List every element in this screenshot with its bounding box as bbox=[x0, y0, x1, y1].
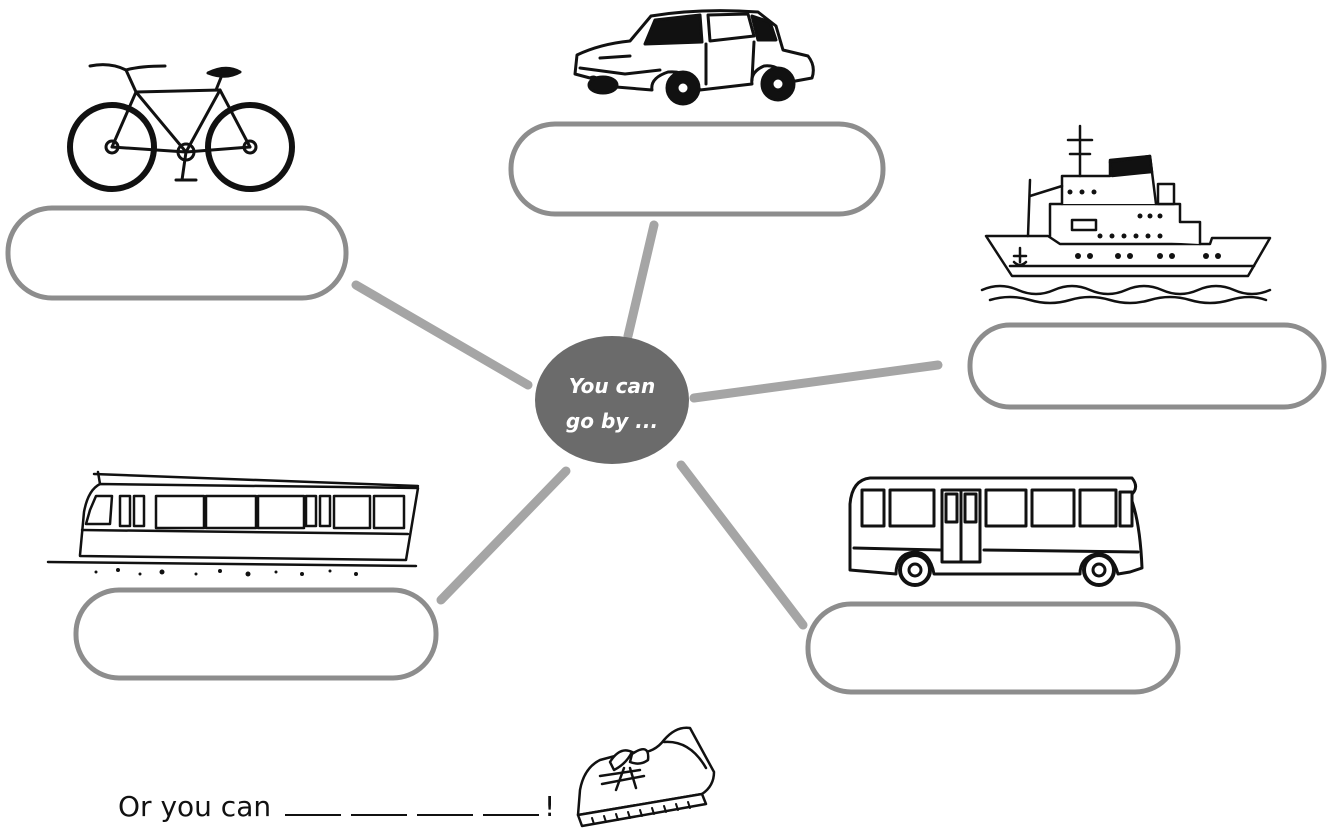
answer-box-ship[interactable] bbox=[967, 322, 1327, 410]
answer-box-car[interactable] bbox=[508, 121, 886, 217]
connector-train bbox=[436, 466, 571, 605]
footer-blank-2[interactable] bbox=[351, 792, 408, 816]
connector-bus bbox=[676, 460, 808, 630]
bicycle-icon bbox=[67, 63, 295, 192]
footer-suffix: ! bbox=[544, 790, 556, 823]
connector-bicycle bbox=[351, 280, 533, 390]
train-icon bbox=[46, 470, 420, 577]
bus-icon bbox=[848, 476, 1144, 587]
answer-box-train[interactable] bbox=[73, 587, 439, 681]
footer-blank-1[interactable] bbox=[285, 792, 342, 816]
connector-car bbox=[623, 220, 659, 341]
footer-blank-4[interactable] bbox=[483, 792, 540, 816]
center-text-line2: go by ... bbox=[566, 409, 658, 433]
footer-sentence: Or you can ! bbox=[118, 790, 555, 823]
car-icon bbox=[573, 9, 815, 106]
connectors bbox=[351, 220, 943, 630]
footer-blank-3[interactable] bbox=[417, 792, 474, 816]
center-text-line1: You can bbox=[569, 374, 655, 398]
center-bubble: You can go by ... bbox=[535, 336, 689, 464]
footer-prefix: Or you can bbox=[118, 790, 272, 823]
answer-box-bus[interactable] bbox=[805, 601, 1181, 695]
ship-icon bbox=[980, 124, 1272, 305]
shoe-icon bbox=[576, 726, 716, 828]
connector-ship bbox=[689, 360, 943, 403]
answer-box-bicycle[interactable] bbox=[5, 205, 349, 301]
